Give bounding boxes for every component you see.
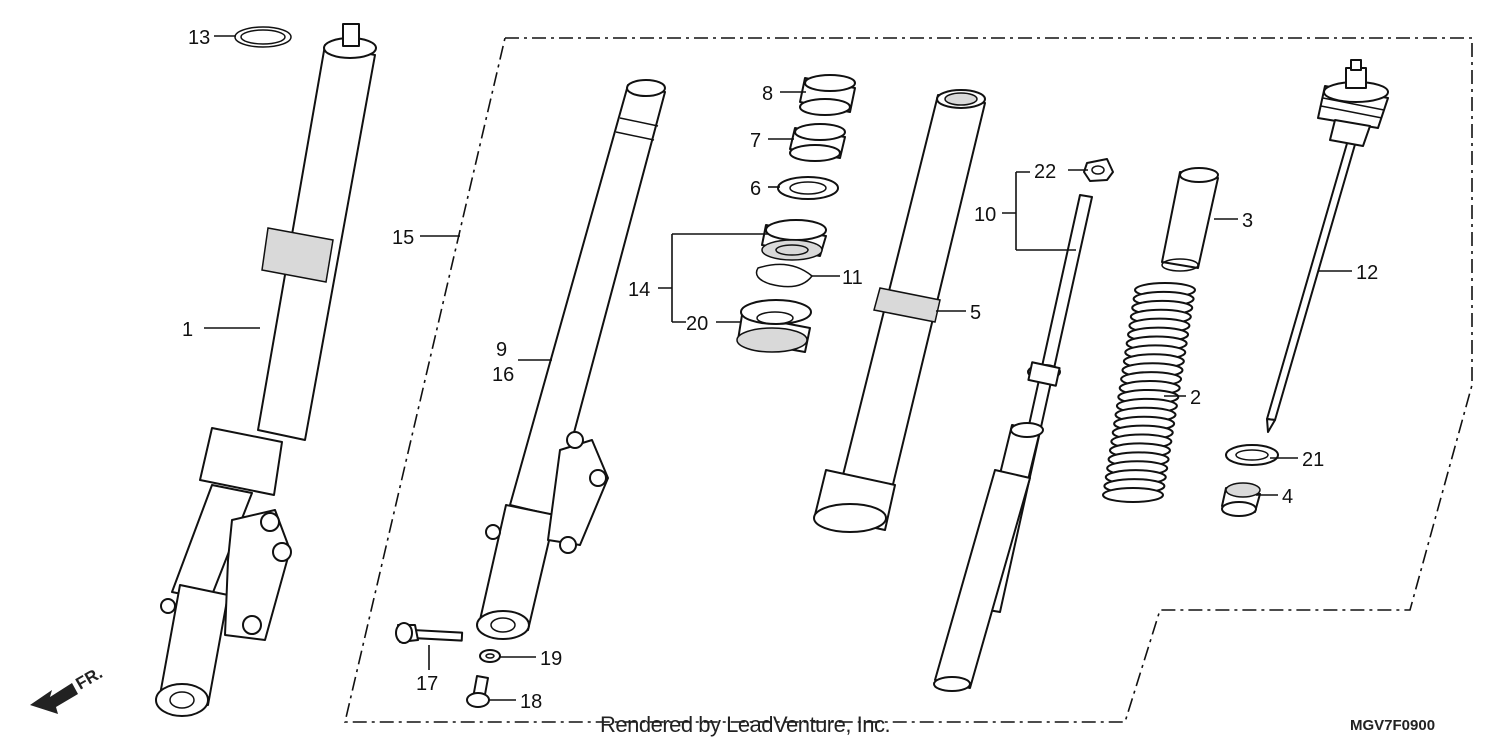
part-dust-seal-20[interactable] xyxy=(736,299,812,353)
part-slider-bushing-8[interactable] xyxy=(799,74,856,116)
part-circlip-13[interactable] xyxy=(234,26,292,48)
rendered-by-credit: Rendered by LeadVenture, Inc. xyxy=(600,712,891,737)
callout-14: 14 xyxy=(628,279,650,301)
callout-17: 17 xyxy=(416,673,438,695)
callout-4: 4 xyxy=(1282,486,1293,508)
part-bolt-18[interactable] xyxy=(466,675,490,708)
callout-21: 21 xyxy=(1302,449,1324,471)
part-bushing-4[interactable] xyxy=(1221,482,1261,517)
callout-labels: 13 1 15 9 16 8 7 6 14 20 11 5 10 22 3 12… xyxy=(182,27,1378,713)
part-socket-bolt-17[interactable] xyxy=(395,622,464,644)
callout-7: 7 xyxy=(750,130,761,152)
part-damper-rod-10[interactable] xyxy=(933,194,1093,692)
callout-13: 13 xyxy=(188,27,210,49)
callout-12: 12 xyxy=(1356,262,1378,284)
leader-lines xyxy=(204,35,1352,701)
front-direction-arrow-icon: FR. xyxy=(30,663,106,714)
part-fork-spring-2[interactable] xyxy=(1102,282,1196,503)
callout-20: 20 xyxy=(686,313,708,335)
callout-3: 3 xyxy=(1242,210,1253,232)
part-fork-assembly-left[interactable] xyxy=(155,23,377,717)
callout-22: 22 xyxy=(1034,161,1056,183)
part-guide-bushing-7[interactable] xyxy=(789,123,846,162)
callout-6: 6 xyxy=(750,178,761,200)
part-lock-nut-22[interactable] xyxy=(1083,158,1114,182)
part-fork-pipe-5[interactable] xyxy=(813,89,986,533)
part-gasket-19[interactable] xyxy=(479,649,501,663)
direction-label: FR. xyxy=(73,663,106,693)
callout-11: 11 xyxy=(842,267,863,289)
callout-5: 5 xyxy=(970,302,981,324)
part-backup-ring-6[interactable] xyxy=(777,176,839,200)
part-fork-bolt-12[interactable] xyxy=(1266,59,1389,433)
part-oil-seal-clip-11[interactable] xyxy=(755,263,814,288)
callout-16: 16 xyxy=(492,364,514,386)
callout-8: 8 xyxy=(762,83,773,105)
spring-coil xyxy=(1102,487,1164,503)
callout-10: 10 xyxy=(974,204,996,226)
callout-15: 15 xyxy=(392,227,414,249)
callout-2: 2 xyxy=(1190,387,1201,409)
part-oil-seal-14[interactable] xyxy=(761,219,827,261)
callout-19: 19 xyxy=(540,648,562,670)
diagram-code: MGV7F0900 xyxy=(1350,717,1436,734)
callout-18: 18 xyxy=(520,691,542,713)
part-washer-21[interactable] xyxy=(1225,444,1279,466)
part-spring-collar-3[interactable] xyxy=(1161,167,1219,272)
callout-1: 1 xyxy=(182,319,193,341)
part-fork-slider-9-16[interactable] xyxy=(476,79,666,640)
callout-9: 9 xyxy=(496,339,507,361)
